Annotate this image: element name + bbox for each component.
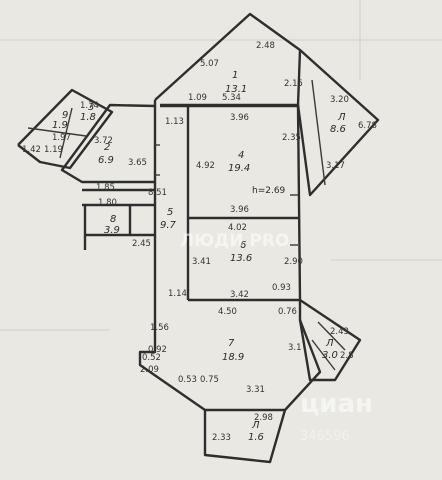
- ceiling-height-label: h=2.69: [252, 186, 286, 196]
- room-8-area: 3.9: [104, 225, 120, 236]
- dimension-label: 0.75: [200, 375, 219, 385]
- loggia-top-label: Л: [337, 112, 346, 123]
- watermark: ЛЮДИ PRO циан 346596: [180, 231, 373, 444]
- dimension-label: 4.02: [228, 223, 247, 233]
- dimension-label: 0.52: [142, 353, 161, 363]
- dimension-label: 1.97: [52, 133, 71, 143]
- room-labels: 1 13.1 2 6.9 4 19.4 6 13.6 5 9.7 7 18.9 …: [52, 70, 346, 443]
- watermark-brand: ЛЮДИ PRO: [180, 231, 289, 251]
- dimension-label: 0.53: [178, 375, 197, 385]
- dimension-label: 6.78: [358, 121, 377, 131]
- room-5-number: 5: [167, 207, 173, 218]
- dimension-label: 1.74: [80, 101, 99, 111]
- watermark-site: циан: [300, 389, 373, 419]
- dimension-label: 4.92: [196, 161, 215, 171]
- dimension-label: 3.20: [330, 95, 349, 105]
- room-6-number: 6: [240, 240, 246, 251]
- room-1-number: 1: [232, 70, 238, 81]
- room-4-number: 4: [238, 150, 244, 161]
- dimension-label: 1.19: [44, 145, 63, 155]
- dimension-label: 1.14: [168, 289, 187, 299]
- dimension-label: 0.93: [272, 283, 291, 293]
- dimension-label: 3.96: [230, 113, 249, 123]
- dimension-label: 3.72: [94, 136, 113, 146]
- dimension-label: 1.13: [165, 117, 184, 127]
- loggia-top-area: 8.6: [330, 124, 346, 135]
- dimension-label: 1.56: [150, 323, 169, 333]
- dimension-label: 2.45: [132, 239, 151, 249]
- room-2-number: 2: [104, 142, 110, 153]
- room-9-number: 9: [62, 110, 68, 121]
- room-3-area: 1.8: [80, 112, 96, 123]
- dimension-label: 1.85: [96, 183, 115, 193]
- watermark-id: 346596: [300, 429, 350, 444]
- room-9-area: 1.9: [52, 120, 68, 131]
- dimension-label: 2.8: [340, 351, 354, 361]
- dimension-label: 1.42: [22, 145, 41, 155]
- room-5-area: 9.7: [160, 220, 177, 231]
- balcony-right-area: 3.0: [322, 350, 338, 361]
- dimension-label: 3.42: [230, 290, 249, 300]
- balcony-right-label: Л: [325, 338, 334, 349]
- room-8-number: 8: [110, 214, 116, 225]
- room-3-number: 3: [88, 102, 94, 113]
- dimension-label: 1.09: [188, 93, 207, 103]
- dimension-label: 2.09: [140, 365, 159, 375]
- dimension-label: 3.1: [288, 343, 302, 353]
- dimension-label: 3.41: [192, 257, 211, 267]
- dimension-label: 5.34: [222, 93, 241, 103]
- dimension-label: 5.07: [200, 59, 219, 69]
- walls: [17, 12, 380, 464]
- room-7-number: 7: [228, 338, 235, 349]
- room-6-area: 13.6: [230, 253, 252, 264]
- room-4-area: 19.4: [228, 163, 250, 174]
- dimension-label: 2.33: [212, 433, 231, 443]
- dimension-labels: 5.34 3.96 3.96 4.02 3.42 4.50 3.31 1.13 …: [22, 41, 377, 443]
- dimension-label: 3.65: [128, 158, 147, 168]
- room-2-area: 6.9: [98, 155, 114, 166]
- dimension-label: 3.31: [246, 385, 265, 395]
- dimension-label: 2.15: [284, 79, 303, 89]
- balcony-bottom-area: 1.6: [248, 432, 264, 443]
- room-1-area: 13.1: [225, 84, 247, 95]
- dimension-label: 1.80: [98, 198, 117, 208]
- dimension-label: 4.50: [218, 307, 237, 317]
- room-7-area: 18.9: [222, 352, 244, 363]
- dimension-label: 8.51: [148, 188, 167, 198]
- dimension-label: 2.35: [282, 133, 301, 143]
- dimension-label: 2.98: [254, 413, 273, 423]
- balcony-bottom-label: Л: [251, 420, 260, 431]
- dimension-label: 2.43: [330, 327, 349, 337]
- dimension-label: 2.90: [284, 257, 303, 267]
- dimension-label: 0.76: [278, 307, 297, 317]
- dimension-label: 3.96: [230, 205, 249, 215]
- dimension-label: 0.92: [148, 345, 167, 355]
- dimension-label: 2.48: [256, 41, 275, 51]
- dimension-label: 3.17: [326, 161, 345, 171]
